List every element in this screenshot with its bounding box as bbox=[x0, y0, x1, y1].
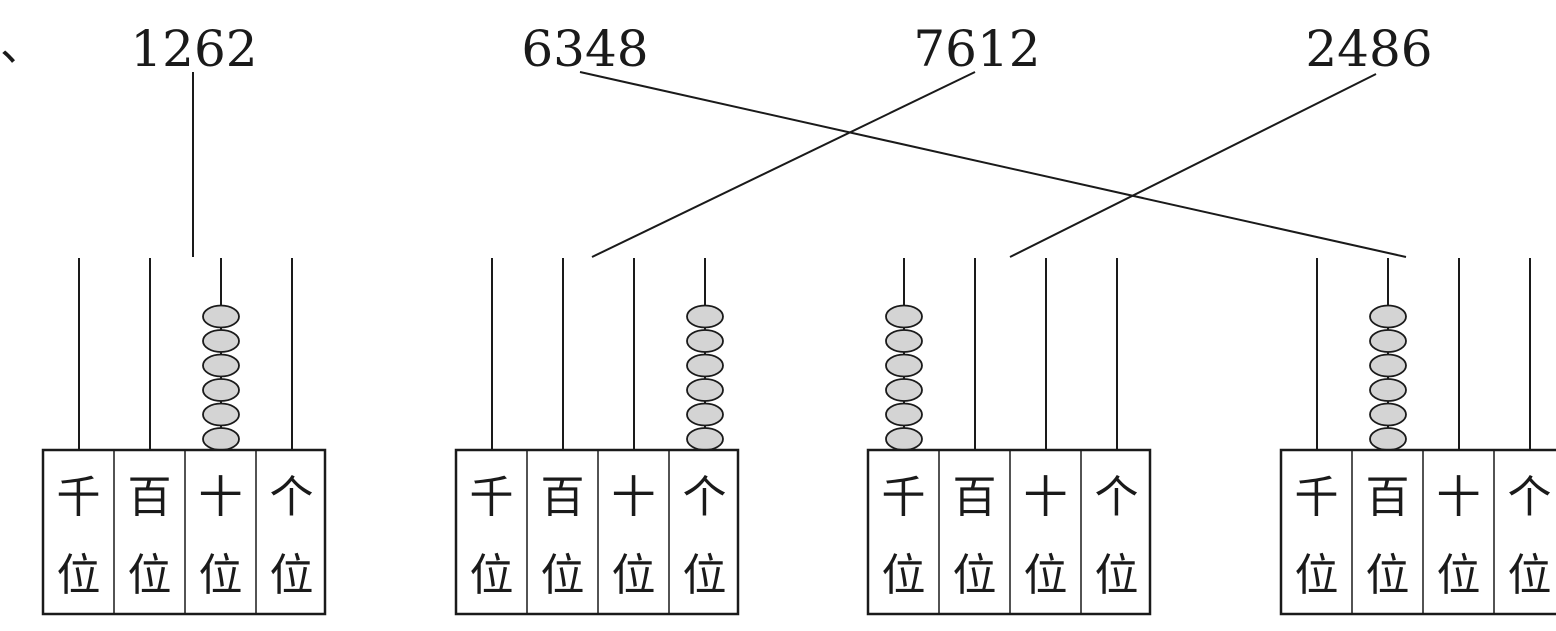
connector-line bbox=[579, 71, 1407, 258]
number-label: 6348 bbox=[521, 20, 648, 78]
connector-line bbox=[1009, 73, 1377, 258]
number-labels: 1262 6348 7612 2486 bbox=[130, 20, 1432, 78]
place-label-bottom: 位 bbox=[953, 550, 997, 601]
abacus-bead bbox=[1369, 402, 1407, 427]
abacus-bead bbox=[686, 353, 724, 378]
place-label-bottom: 位 bbox=[1024, 550, 1068, 601]
place-label-top: 千 bbox=[1295, 472, 1339, 523]
place-label-bottom: 位 bbox=[1295, 550, 1339, 601]
place-label-top: 个 bbox=[1095, 472, 1139, 523]
abacus-bead bbox=[202, 427, 240, 451]
place-label-bottom: 位 bbox=[541, 550, 585, 601]
abacus-bead bbox=[686, 427, 724, 451]
place-label-top: 百 bbox=[128, 472, 172, 523]
abacus-bead bbox=[202, 304, 240, 329]
place-label-top: 千 bbox=[470, 472, 514, 523]
abacus-bead bbox=[885, 402, 923, 427]
abacus-bead bbox=[686, 378, 724, 402]
abacus-bead bbox=[202, 329, 240, 353]
place-label-top: 百 bbox=[953, 472, 997, 523]
abacus-bead bbox=[686, 329, 724, 353]
place-label-top: 百 bbox=[1366, 472, 1410, 523]
abacus-bead bbox=[1369, 353, 1407, 378]
place-label-top: 个 bbox=[683, 472, 727, 523]
place-label-bottom: 位 bbox=[1366, 550, 1410, 601]
place-value-box bbox=[41, 448, 327, 616]
connector-lines bbox=[192, 71, 1407, 258]
place-label-top: 个 bbox=[1508, 472, 1552, 523]
abacus-bead bbox=[885, 329, 923, 353]
place-value-box bbox=[1279, 448, 1556, 616]
place-label-bottom: 位 bbox=[683, 550, 727, 601]
number-label: 7612 bbox=[913, 20, 1040, 78]
abacus-bead bbox=[1369, 304, 1407, 329]
place-label-bottom: 位 bbox=[882, 550, 926, 601]
abacus-bead bbox=[1369, 378, 1407, 402]
abacus-bead bbox=[885, 304, 923, 329]
place-label-bottom: 位 bbox=[128, 550, 172, 601]
place-label-top: 十 bbox=[612, 472, 656, 523]
place-label-bottom: 位 bbox=[199, 550, 243, 601]
place-label-top: 千 bbox=[882, 472, 926, 523]
abacus-bead bbox=[885, 378, 923, 402]
question-mark: 、 bbox=[0, 20, 44, 71]
abacus-bead bbox=[1369, 427, 1407, 451]
place-label-top: 十 bbox=[1437, 472, 1481, 523]
abacus-bead bbox=[1369, 329, 1407, 353]
abacus-bead bbox=[202, 353, 240, 378]
place-label-bottom: 位 bbox=[57, 550, 101, 601]
place-value-box bbox=[454, 448, 740, 616]
place-label-top: 十 bbox=[1024, 472, 1068, 523]
abacus-bead bbox=[202, 402, 240, 427]
place-value-box bbox=[866, 448, 1152, 616]
place-label-bottom: 位 bbox=[612, 550, 656, 601]
place-label-bottom: 位 bbox=[470, 550, 514, 601]
abacus-bead bbox=[202, 378, 240, 402]
number-label: 1262 bbox=[130, 20, 257, 78]
place-label-bottom: 位 bbox=[270, 550, 314, 601]
abacus-bead bbox=[885, 427, 923, 451]
place-label-top: 千 bbox=[57, 472, 101, 523]
place-label-top: 百 bbox=[541, 472, 585, 523]
abacus-bead bbox=[686, 402, 724, 427]
abacus-bead bbox=[885, 353, 923, 378]
place-label-top: 个 bbox=[270, 472, 314, 523]
number-label: 2486 bbox=[1305, 20, 1432, 78]
connector-line bbox=[591, 71, 976, 258]
abacus-bead bbox=[686, 304, 724, 329]
place-label-bottom: 位 bbox=[1095, 550, 1139, 601]
place-label-bottom: 位 bbox=[1508, 550, 1552, 601]
place-label-top: 十 bbox=[199, 472, 243, 523]
place-label-bottom: 位 bbox=[1437, 550, 1481, 601]
